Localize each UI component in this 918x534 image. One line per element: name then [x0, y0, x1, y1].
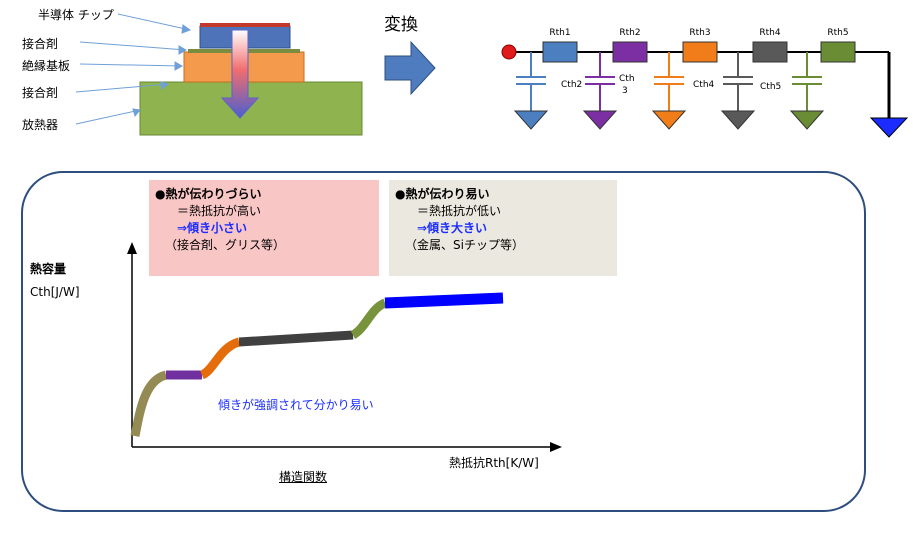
- curve-segment-4: [238, 330, 354, 347]
- label-bond-1: 接合剤: [22, 37, 59, 51]
- final-ground-icon: [869, 117, 909, 138]
- ground-icon-4: [720, 110, 756, 130]
- rth-label-1: Rth1: [549, 28, 570, 38]
- cth-label-2: Cth2: [561, 80, 582, 90]
- rth-label-2: Rth2: [619, 28, 640, 38]
- ground-icon-3: [651, 110, 687, 130]
- cth-label-4: Cth4: [693, 80, 715, 90]
- low-conductance-title: ●熱が伝わりづらい: [155, 187, 262, 201]
- resistor-rth5: [820, 41, 856, 63]
- conversion-label: 変換: [384, 15, 418, 35]
- label-substrate: 絶縁基板: [22, 59, 71, 73]
- ground-icon-1: [513, 110, 549, 130]
- y-axis-arrow-icon: [127, 242, 137, 254]
- rc-ladder-diagram: Rth1Cth1Rth2Cth2Rth3CthRth4Cth4Rth5Cth53: [501, 28, 909, 138]
- ground-icon-5: [789, 110, 825, 130]
- low-conductance-line2: ⇒傾き小さい: [177, 221, 248, 235]
- chip-top-layer: [200, 23, 290, 27]
- input-node: [501, 44, 517, 60]
- graph-annotation: 傾きが強調されて分かり易い: [218, 398, 374, 412]
- label-chip: 半導体 チップ: [38, 8, 114, 22]
- curve-segment-1: [130, 370, 168, 437]
- resistor-rth4: [752, 41, 788, 63]
- ground-icon-2: [582, 110, 618, 130]
- high-conductance-line3: （金属、Siチップ等）: [405, 238, 524, 252]
- heat-flow-arrow: [220, 29, 260, 119]
- low-conductance-line3: （接合剤、グリス等）: [165, 238, 286, 252]
- cth-label-5: Cth5: [760, 82, 781, 92]
- structure-function-panel: [21, 171, 866, 512]
- y-axis-label-1: 熱容量: [30, 262, 67, 276]
- label-heatsink: 放熱器: [22, 118, 59, 132]
- curve-segment-6: [384, 292, 504, 309]
- cth-label-3: Cth: [619, 74, 635, 84]
- x-axis-label: 熱抵抗Rth[K/W]: [449, 456, 539, 470]
- heatsink-layer: [139, 81, 363, 136]
- conversion-arrow-icon: [384, 40, 436, 96]
- curve-segment-3: [199, 337, 241, 380]
- high-conductance-box: ●熱が伝わり易い ＝熱抵抗が低い ⇒傾き大きい （金属、Siチップ等）: [389, 180, 617, 276]
- low-conductance-box: ●熱が伝わりづらい ＝熱抵抗が高い ⇒傾き小さい （接合剤、グリス等）: [149, 180, 379, 276]
- high-conductance-title: ●熱が伝わり易い: [395, 187, 490, 201]
- graph-caption: 構造関数: [279, 470, 328, 484]
- x-axis-arrow-icon: [550, 442, 562, 452]
- resistor-rth3: [682, 41, 718, 63]
- layer-structure-diagram: [75, 13, 363, 136]
- high-conductance-line1: ＝熱抵抗が低い: [417, 204, 502, 218]
- resistor-rth1: [542, 41, 578, 63]
- rth-label-4: Rth4: [759, 28, 780, 38]
- cth-label-3-suffix: 3: [622, 86, 628, 96]
- rth-label-5: Rth5: [827, 28, 848, 38]
- resistor-rth2: [612, 41, 648, 63]
- rth-label-3: Rth3: [689, 28, 710, 38]
- low-conductance-line1: ＝熱抵抗が高い: [177, 204, 262, 218]
- label-bond-2: 接合剤: [22, 86, 59, 100]
- high-conductance-line2: ⇒傾き大きい: [417, 221, 488, 235]
- curve-segment-5: [350, 298, 388, 339]
- y-axis-label-2: Cth[J/W]: [30, 285, 80, 299]
